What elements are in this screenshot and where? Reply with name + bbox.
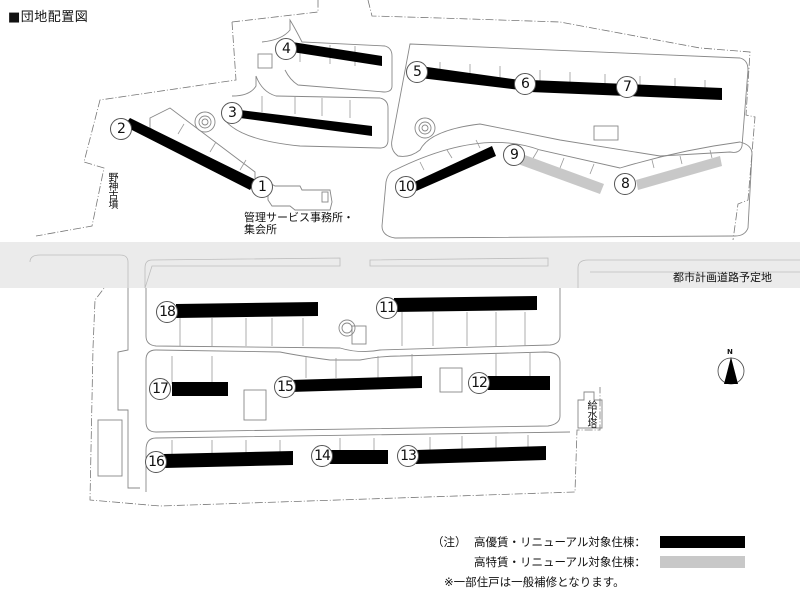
building-8-bar [636,156,722,190]
building-10-marker[interactable]: 10 [395,176,417,198]
building-17-marker[interactable]: 17 [149,378,171,400]
building-11-bar [394,296,537,312]
legend-swatch-black [660,536,745,548]
building-11-marker[interactable]: 11 [376,297,398,319]
building-3-marker[interactable]: 3 [221,102,243,124]
legend-row-special: 高特賃・リニューアル対象住棟： [432,552,745,572]
building-8-marker[interactable]: 8 [614,173,636,195]
building-18-bar [176,302,318,318]
building-12-marker[interactable]: 12 [468,372,490,394]
building-2-marker[interactable]: 2 [110,118,132,140]
north-arrow-icon [717,357,745,385]
page-title: ■団地配置図 [8,10,89,25]
building-15-marker[interactable]: 15 [274,376,296,398]
management-office-label: 管理サービス事務所・ [244,211,354,224]
building-5-6-bar [420,66,520,90]
building-9-marker[interactable]: 9 [503,144,525,166]
legend: （注） 高優賃・リニューアル対象住棟： 高特賃・リニューアル対象住棟： ※一部住… [432,532,745,592]
building-9-bar [518,154,604,194]
building-13-marker[interactable]: 13 [397,445,419,467]
water-tower-label: 給水塔 [585,400,596,427]
legend-label: 高優賃・リニューアル対象住棟： [474,535,646,549]
meeting-hall-label: 集会所 [244,223,277,236]
legend-label: 高特賃・リニューアル対象住棟： [474,555,646,569]
legend-footnote: ※一部住戸は一般補修となります。 [444,575,625,589]
building-18-marker[interactable]: 18 [156,301,178,323]
building-16-bar [164,451,293,468]
ancient-tomb-label: 野神古墳 [106,172,117,208]
north-label: N [727,348,733,356]
building-7-marker[interactable]: 7 [616,76,638,98]
building-1-marker[interactable]: 1 [251,176,273,198]
building-6-marker[interactable]: 6 [514,73,536,95]
building-4-marker[interactable]: 4 [275,38,297,60]
building-14-marker[interactable]: 14 [311,445,333,467]
building-12-bar [488,376,550,390]
building-5-marker[interactable]: 5 [406,61,428,83]
legend-row-high-quality: （注） 高優賃・リニューアル対象住棟： [432,532,745,552]
building-13-bar [416,446,546,464]
legend-note-head: （注） [432,535,467,549]
planned-road-band [0,242,800,288]
site-boundary [35,0,756,507]
planned-road-label: 都市計画道路予定地 [673,271,772,284]
building-14-bar [330,450,388,464]
building-15-bar [290,376,422,392]
building-2-bar [124,118,256,190]
buildings [124,42,722,468]
building-16-marker[interactable]: 16 [145,451,167,473]
building-10-bar [410,146,496,192]
building-17-bar [172,382,228,396]
legend-swatch-gray [660,556,745,568]
building-3-bar [240,110,372,136]
building-4-bar [292,42,382,66]
